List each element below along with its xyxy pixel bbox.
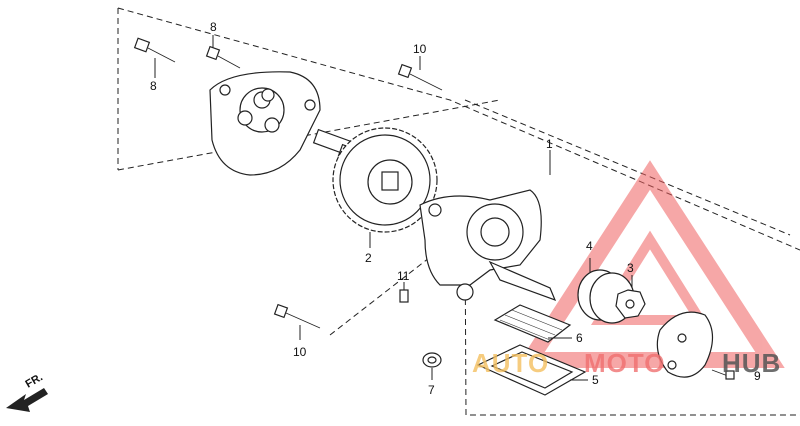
washer-part-7	[422, 352, 442, 380]
callout-11: 11	[397, 269, 410, 283]
gasket-part-5	[476, 344, 588, 396]
callout-10-top: 10	[413, 42, 427, 56]
dowel-pin-part-11	[399, 282, 409, 303]
sprocket-gear-part-2	[332, 127, 438, 248]
front-direction-arrow	[6, 388, 48, 412]
watermark-text-auto: AUTO	[472, 348, 549, 378]
callout-4: 4	[586, 239, 593, 253]
bolt-part-10-top	[397, 56, 443, 91]
bolt-part-8-left	[133, 37, 176, 78]
watermark-logo	[515, 160, 785, 368]
pump-body	[419, 189, 557, 302]
callout-7: 7	[428, 383, 435, 397]
bolt-part-10-bottom	[273, 303, 321, 340]
callout-8-top: 8	[210, 20, 217, 34]
callout-5: 5	[592, 373, 599, 387]
oil-screen-part-6	[493, 304, 572, 343]
callout-9: 9	[754, 369, 761, 383]
callout-2: 2	[365, 251, 372, 265]
callout-6: 6	[576, 331, 583, 345]
inner-rotor-part-3	[615, 275, 646, 319]
callout-10-bottom: 10	[293, 345, 307, 359]
callout-8-left: 8	[150, 79, 157, 93]
bolt-part-8-top	[205, 35, 241, 69]
bolt-part-9	[711, 369, 735, 380]
assembly-boundary	[117, 7, 800, 416]
callout-3: 3	[627, 261, 634, 275]
watermark-text-hub: HUB	[722, 348, 781, 378]
pump-cover	[209, 71, 321, 176]
callout-1: 1	[546, 137, 553, 151]
watermark-text-moto: MOTO	[584, 348, 666, 378]
front-direction-label: FR.	[24, 371, 45, 390]
cover-plate	[656, 311, 714, 378]
